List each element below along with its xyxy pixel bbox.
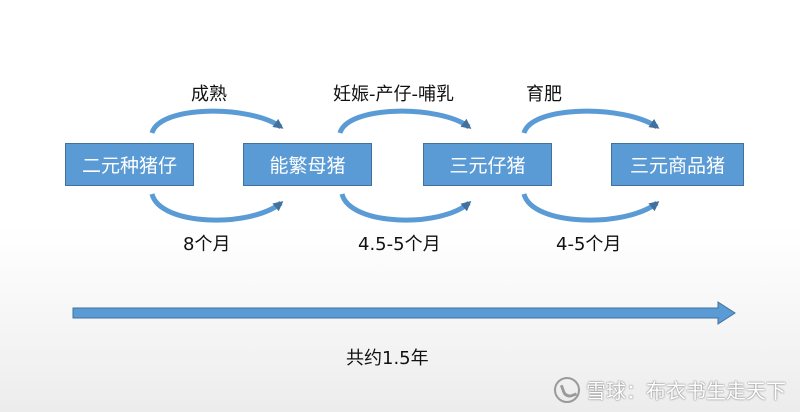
watermark-text: 雪球：布衣书生走天下 <box>586 379 786 403</box>
timeline-label: 共约1.5年 <box>346 348 429 369</box>
transition-2-bottom-label: 4.5-5个月 <box>358 234 441 255</box>
snowball-logo-icon <box>554 376 580 403</box>
stage-box-crossbred-piglet: 二元种猪仔 <box>65 143 194 186</box>
timeline-arrow <box>72 301 736 325</box>
top-arrow-2 <box>337 108 472 135</box>
stage-box-ternary-piglet: 三元仔猪 <box>423 143 552 186</box>
transition-3-bottom-label: 4-5个月 <box>556 234 622 255</box>
transition-3-top-label: 育肥 <box>526 84 562 105</box>
bottom-arrow-2 <box>339 193 472 223</box>
watermark: 雪球：布衣书生走天下 <box>554 375 786 404</box>
top-arrow-1 <box>149 108 284 135</box>
transition-1-bottom-label: 8个月 <box>183 234 231 255</box>
transition-2-top-label: 妊娠-产仔-哺乳 <box>333 84 454 105</box>
bottom-arrow-3 <box>521 193 660 223</box>
top-arrow-3 <box>521 108 660 135</box>
stage-box-commercial-pig: 三元商品猪 <box>611 143 744 186</box>
bottom-arrow-1 <box>149 193 284 223</box>
transition-1-top-label: 成熟 <box>191 84 227 105</box>
stage-box-breeding-sow: 能繁母猪 <box>243 143 372 186</box>
